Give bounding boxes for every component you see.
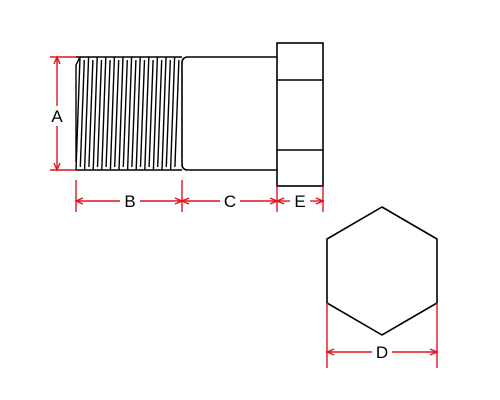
thread-crest-line [169, 56, 176, 171]
thread-root-line [148, 59, 154, 168]
dimension-a-label: A [51, 107, 63, 126]
dimension-e-label: E [294, 192, 305, 211]
thread-root-line [96, 59, 103, 168]
thread-crest-line [109, 56, 116, 171]
dimension-d-label: D [376, 343, 388, 362]
thread-root-line [157, 59, 163, 168]
dimension-d [325, 303, 439, 368]
thread-crest-line [83, 56, 90, 171]
thread-crest-line [118, 56, 124, 171]
thread-crest-line [92, 56, 98, 171]
thread-root-line [79, 59, 85, 168]
dimension-b-label: B [124, 192, 135, 211]
thread-root-line [174, 59, 180, 168]
hexagon-end-view [326, 206, 438, 336]
hex-head-side-view [276, 42, 324, 187]
thread-crest-line [75, 56, 81, 171]
thread-root-line [122, 59, 128, 168]
dimension-e [275, 186, 325, 212]
thread-lines [75, 56, 180, 171]
thread-crest-line [135, 56, 141, 171]
dimension-a [50, 55, 76, 172]
thread-crest-line [161, 56, 167, 171]
thread-crest-line [101, 56, 107, 171]
thread-crest-line [144, 56, 150, 171]
dimension-c-label: C [224, 192, 236, 211]
thread-root-line [105, 59, 111, 168]
threaded-section [75, 56, 182, 171]
thread-crest-line [152, 56, 159, 171]
shank-body [181, 56, 277, 171]
thread-root-line [165, 59, 171, 168]
thread-root-line [114, 59, 120, 168]
thread-root-line [131, 59, 137, 168]
dimension-c [180, 186, 279, 212]
thread-root-line [139, 59, 146, 168]
thread-root-line [88, 59, 94, 168]
thread-crest-line [126, 56, 133, 171]
